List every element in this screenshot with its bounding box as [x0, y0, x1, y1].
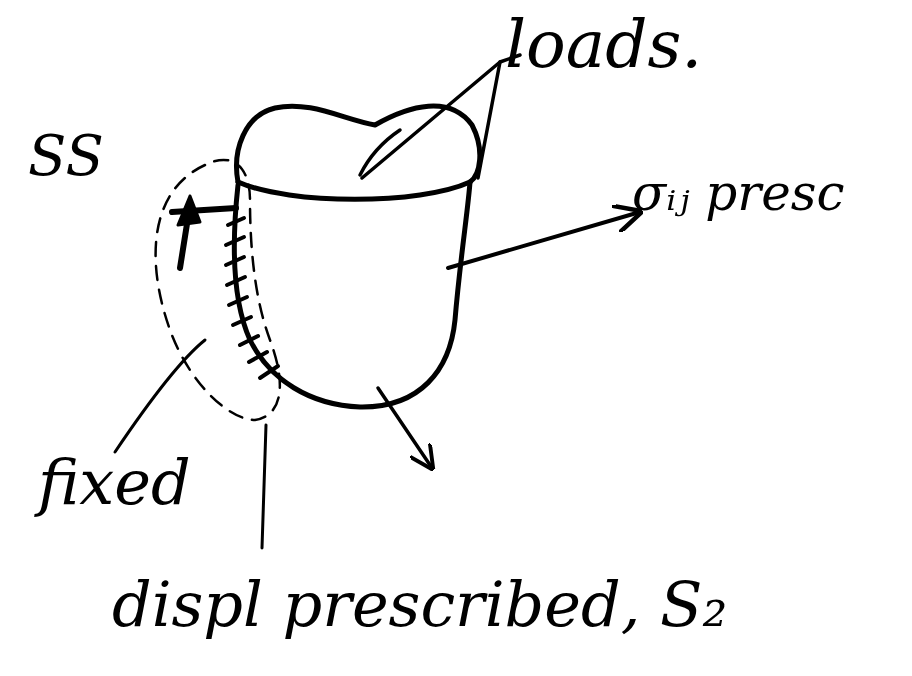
annotation-label: fixed	[38, 452, 191, 514]
annotation-label: displ prescribed, S₂	[112, 574, 727, 636]
hatch-line	[240, 336, 258, 345]
load-leader	[478, 62, 500, 178]
hatch-line	[226, 237, 244, 245]
simple-support-arrowhead	[178, 196, 200, 225]
annotation-label: loads.	[505, 12, 702, 78]
displacement-arrow	[378, 388, 432, 468]
hatch-line	[233, 317, 251, 325]
body-rim	[238, 182, 470, 199]
hatch-line	[260, 366, 278, 378]
body-outline	[234, 182, 470, 407]
displacement-leader	[262, 425, 266, 548]
hatch-line	[249, 352, 267, 362]
annotation-label: SS	[28, 128, 104, 184]
hatch-line	[228, 218, 244, 225]
hatch-line	[226, 257, 244, 265]
fixed-leader	[115, 340, 205, 452]
annotation-label: σᵢⱼ presc	[632, 168, 844, 218]
hatch-line	[227, 277, 245, 285]
body-top-outline	[237, 106, 480, 182]
load-leader	[362, 55, 520, 178]
support-region-outline	[156, 160, 280, 420]
stress-arrow	[448, 212, 640, 268]
hatch-line	[229, 297, 247, 305]
fixed-hatching	[226, 218, 278, 378]
